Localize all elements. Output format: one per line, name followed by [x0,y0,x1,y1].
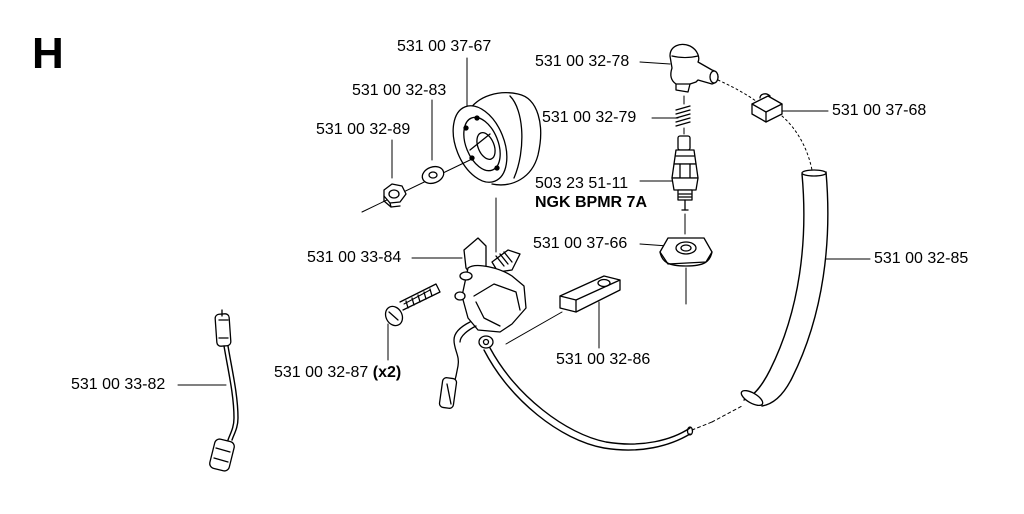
spark-plug-cap [669,43,719,93]
label-screw-qty: (x2) [372,364,402,381]
label-gauge: 531 00 32-86 [556,351,651,368]
label-screw-number: 531 00 32-87 [274,364,369,381]
spring [675,95,691,135]
label-ground-cable: 531 00 33-82 [71,376,166,393]
lead-dotted-cap [717,79,761,105]
spark-plug [671,135,699,235]
label-seal: 531 00 37-66 [533,235,628,252]
label-nut: 531 00 32-89 [316,121,411,138]
label-washer: 531 00 32-83 [352,82,447,99]
label-cable-clip: 531 00 37-68 [832,102,927,119]
label-spring: 531 00 32-79 [542,109,637,126]
label-spark-plug-cap: 531 00 32-78 [535,53,630,70]
washer [421,165,445,185]
seal [659,237,713,305]
lead-dotted-clip [781,115,813,171]
ignition-module [453,197,527,377]
label-screw: 531 00 32-87 (x2) [274,364,401,382]
label-ignition-module: 531 00 33-84 [307,249,402,266]
cable-clip [751,93,783,123]
label-spark-plug-type: NGK BPMR 7A [535,194,648,211]
section-letter: H [32,29,64,78]
screw [384,283,441,327]
flywheel [452,92,542,186]
label-spark-plug: 503 23 51-11 [535,175,629,192]
high-tension-lead [483,347,743,451]
label-flywheel: 531 00 37-67 [397,38,492,55]
label-protective-tube: 531 00 32-85 [874,250,969,267]
gauge [505,275,621,345]
nut [383,183,407,208]
ground-cable [209,309,239,472]
module-lead-terminal [438,375,458,409]
protective-tube [740,169,829,407]
shaft-axis [361,159,471,213]
